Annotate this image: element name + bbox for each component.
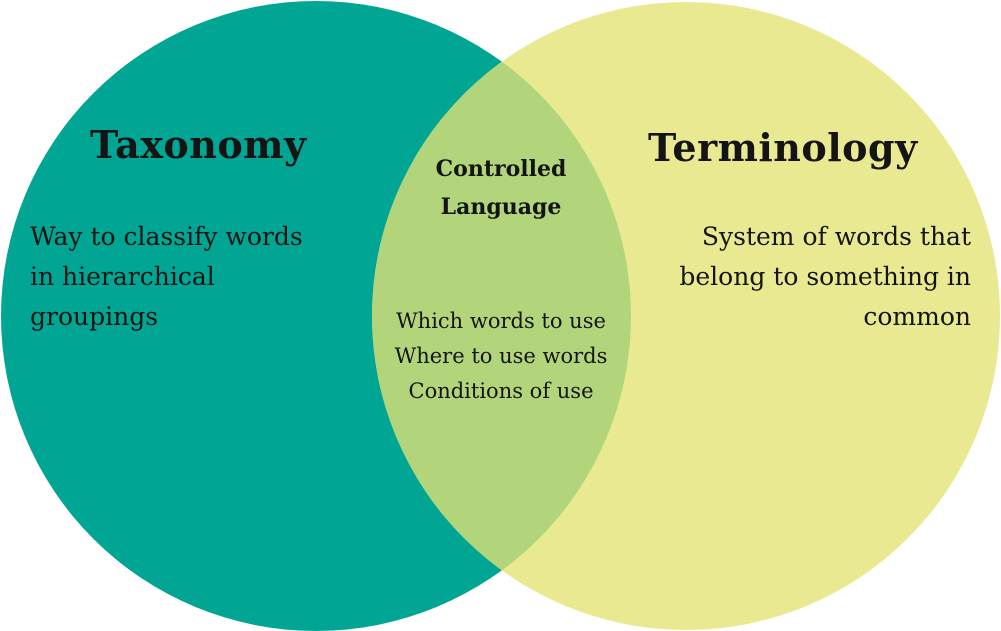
terminology-desc-line: common bbox=[863, 302, 971, 331]
taxonomy-description: Way to classify words in hierarchical gr… bbox=[30, 217, 303, 337]
taxonomy-title: Taxonomy bbox=[90, 122, 307, 167]
taxonomy-desc-line: in hierarchical bbox=[30, 262, 215, 291]
taxonomy-desc-line: groupings bbox=[30, 302, 159, 331]
taxonomy-desc-line: Way to classify words bbox=[30, 222, 303, 251]
overlap-title: Controlled Language bbox=[380, 150, 622, 226]
terminology-desc-line: System of words that bbox=[701, 222, 971, 251]
overlap-region bbox=[372, 2, 631, 630]
terminology-title: Terminology bbox=[648, 125, 918, 170]
terminology-description: System of words that belong to something… bbox=[679, 217, 971, 337]
overlap-title-line: Language bbox=[440, 194, 562, 220]
overlap-item: Where to use words bbox=[394, 344, 608, 368]
overlap-item: Conditions of use bbox=[408, 379, 594, 403]
overlap-item: Which words to use bbox=[396, 309, 606, 333]
terminology-desc-line: belong to something in bbox=[679, 262, 971, 291]
overlap-items: Which words to use Where to use words Co… bbox=[370, 304, 632, 409]
overlap-title-line: Controlled bbox=[435, 156, 567, 182]
